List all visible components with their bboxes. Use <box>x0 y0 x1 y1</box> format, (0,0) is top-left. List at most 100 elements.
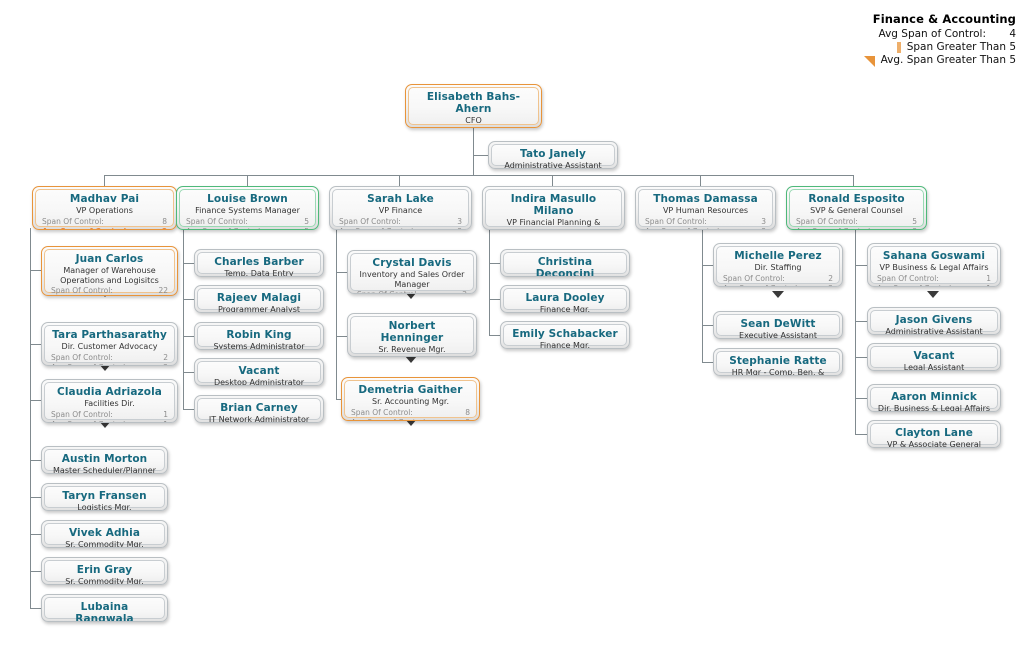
node-name: Sean DeWitt <box>740 318 816 330</box>
node-lubaina-rangwala[interactable]: Lubaina Rangwala Purchasing Manager <box>41 594 168 622</box>
node-name: Stephanie Ratte <box>729 355 827 367</box>
node-name: Demetria Gaither <box>358 384 463 396</box>
node-name: Erin Gray <box>76 564 133 576</box>
span-value: 2 <box>163 352 168 362</box>
node-charles-barber[interactable]: Charles Barber Temp. Data Entry Speciali… <box>194 249 324 277</box>
legend-row-span-gt5: Span Greater Than 5 <box>864 41 1016 54</box>
expand-arrow-demetria[interactable] <box>405 419 417 426</box>
node-demetria-gaither[interactable]: Demetria Gaither Sr. Accounting Mgr. Spa… <box>341 377 480 421</box>
node-title: Sr. Commodity Mgr. <box>65 577 144 585</box>
node-vp-finance[interactable]: Sarah Lake VP Finance Span Of Control: 3… <box>329 186 472 230</box>
node-title: Finance Mgr. <box>539 341 591 349</box>
node-vacant-legal-assistant[interactable]: Vacant Legal Assistant <box>867 343 1001 371</box>
node-title: HR Mgr - Comp, Ben, & HRIS <box>731 368 825 376</box>
node-clayton-lane[interactable]: Clayton Lane VP & Associate General Coun… <box>867 420 1001 448</box>
node-avg-row: Avg Span of Control: 1 <box>877 284 991 286</box>
connector-vpfin-to-norbert <box>336 336 348 337</box>
connector-ops-to-erin <box>30 571 42 572</box>
node-jason-givens[interactable]: Jason Givens Administrative Assistant <box>867 307 1001 335</box>
node-avg-row: Avg Span of Control: 3 <box>339 227 462 229</box>
avg-value: 3 <box>465 418 470 420</box>
node-finance-systems-manager[interactable]: Louise Brown Finance Systems Manager Spa… <box>176 186 319 230</box>
span-value: 3 <box>457 216 462 226</box>
node-title: VP & Associate General Counsel <box>887 440 981 448</box>
node-norbert-henninger[interactable]: Norbert Henninger Sr. Revenue Mgr. Span … <box>347 313 477 357</box>
node-name: Tara Parthasarathy <box>52 329 167 341</box>
node-name: Rajeev Malagi <box>216 292 302 304</box>
connector-legal-to-jason <box>855 321 867 322</box>
avg-value: 3 <box>912 227 917 229</box>
connector-ceo-to-assistant <box>473 155 488 156</box>
node-name: Louise Brown <box>207 193 288 205</box>
node-name: Juan Carlos <box>75 253 144 265</box>
node-name: Sarah Lake <box>367 193 434 205</box>
node-span-row: Span Of Control: 3 <box>339 216 462 226</box>
node-rajeev-malagi[interactable]: Rajeev Malagi Programmer Analyst <box>194 285 324 313</box>
node-name: Laura Dooley <box>525 292 605 304</box>
node-christina-deconcini[interactable]: Christina Deconcini Business Analyst <box>500 249 630 277</box>
expand-arrow-claudia[interactable] <box>99 421 111 428</box>
node-title: SVP & General Counsel <box>810 206 903 215</box>
node-claudia-adriazola[interactable]: Claudia Adriazola Facilities Dir. Span O… <box>41 379 178 423</box>
node-laura-dooley[interactable]: Laura Dooley Finance Mgr. <box>500 285 630 313</box>
expand-arrow-michelle[interactable] <box>772 291 784 298</box>
node-title: Facilities Dir. <box>84 399 135 408</box>
expand-arrow-sahana[interactable] <box>927 291 939 298</box>
node-ceo[interactable]: Elisabeth Bahs-Ahern CFO Span Of Control… <box>405 84 542 128</box>
node-sahana-goswami[interactable]: Sahana Goswami VP Business & Legal Affai… <box>867 243 1001 287</box>
node-svp-general-counsel[interactable]: Ronald Esposito SVP & General Counsel Sp… <box>786 186 927 230</box>
expand-arrow-crystal[interactable] <box>405 292 417 299</box>
connector-legal-to-vacant <box>855 357 867 358</box>
node-name: Tato Janely <box>520 148 586 160</box>
node-vp-operations[interactable]: Madhav Pai VP Operations Span Of Control… <box>32 186 177 230</box>
node-erin-gray[interactable]: Erin Gray Sr. Commodity Mgr. <box>41 557 168 585</box>
node-aaron-minnick[interactable]: Aaron Minnick Dir. Business & Legal Affa… <box>867 384 1001 412</box>
node-name: Norbert Henninger <box>380 320 444 344</box>
node-avg-row: Avg Span of Control: 3 <box>796 227 917 229</box>
expand-arrow-norbert[interactable] <box>405 356 417 363</box>
connector-vp-bus <box>104 175 853 176</box>
node-name: Vivek Adhia <box>68 527 141 539</box>
expand-arrow-tara[interactable] <box>99 364 111 371</box>
node-title: Legal Assistant <box>903 363 965 371</box>
node-title: VP Operations <box>76 206 133 215</box>
span-value: 2 <box>828 273 833 283</box>
node-avg-row: Avg Span of Control: 3 <box>645 227 766 229</box>
node-austin-morton[interactable]: Austin Morton Master Scheduler/Planner <box>41 446 168 474</box>
node-span-row: Span Of Control: 8 <box>42 216 167 226</box>
connector-finsys-spine <box>183 228 184 409</box>
node-vp-hr[interactable]: Thomas Damassa VP Human Resources Span O… <box>635 186 776 230</box>
node-brian-carney[interactable]: Brian Carney IT Network Administrator <box>194 395 324 423</box>
node-crystal-davis[interactable]: Crystal Davis Inventory and Sales Order … <box>347 250 477 294</box>
connector-ops-to-lubaina <box>30 608 42 609</box>
node-title: Sr. Accounting Mgr. <box>371 397 449 406</box>
node-vacant-desktop-administrator[interactable]: Vacant Desktop Administrator <box>194 358 324 386</box>
connector-vpfin-spine <box>336 228 337 400</box>
node-stephanie-ratte[interactable]: Stephanie Ratte HR Mgr - Comp, Ben, & HR… <box>713 348 843 376</box>
node-juan-carlos[interactable]: Juan Carlos Manager of Warehouse Operati… <box>41 246 178 296</box>
connector-legal-to-sahana <box>855 265 867 266</box>
node-assistant[interactable]: Tato Janely Administrative Assistant <box>488 141 618 169</box>
node-title: Inventory and Sales Order Manager <box>359 270 465 289</box>
node-title: Administrative Assistant <box>885 327 983 335</box>
span-value: 1 <box>986 273 991 283</box>
connector-ops-to-austin <box>30 460 42 461</box>
span-value: 8 <box>162 216 167 226</box>
node-name: Austin Morton <box>61 453 148 465</box>
node-sean-dewitt[interactable]: Sean DeWitt Executive Assistant <box>713 311 843 339</box>
connector-finsys-to-vacant <box>183 372 195 373</box>
node-vp-fpa[interactable]: Indira Masullo Milano VP Financial Plann… <box>482 186 625 230</box>
node-robin-king[interactable]: Robin King Systems Administrator <box>194 322 324 350</box>
node-span-row: Span Of Control: 5 <box>186 216 309 226</box>
node-span-row: Span Of Control: 5 <box>796 216 917 226</box>
node-taryn-fransen[interactable]: Taryn Fransen Logistics Mgr. <box>41 483 168 511</box>
orange-corner-triangle-icon <box>863 56 875 67</box>
node-tara-parthasarathy[interactable]: Tara Parthasarathy Dir. Customer Advocac… <box>41 322 178 366</box>
node-vivek-adhia[interactable]: Vivek Adhia Sr. Commodity Mgr. <box>41 520 168 548</box>
node-michelle-perez[interactable]: Michelle Perez Dir. Staffing Span Of Con… <box>713 243 843 287</box>
node-name: Emily Schabacker <box>512 328 618 340</box>
node-emily-schabacker[interactable]: Emily Schabacker Finance Mgr. <box>500 321 630 349</box>
connector-finsys-to-robin <box>183 336 195 337</box>
connector-finsys-to-rajeev <box>183 299 195 300</box>
connector-ops-to-claudia <box>30 400 42 401</box>
